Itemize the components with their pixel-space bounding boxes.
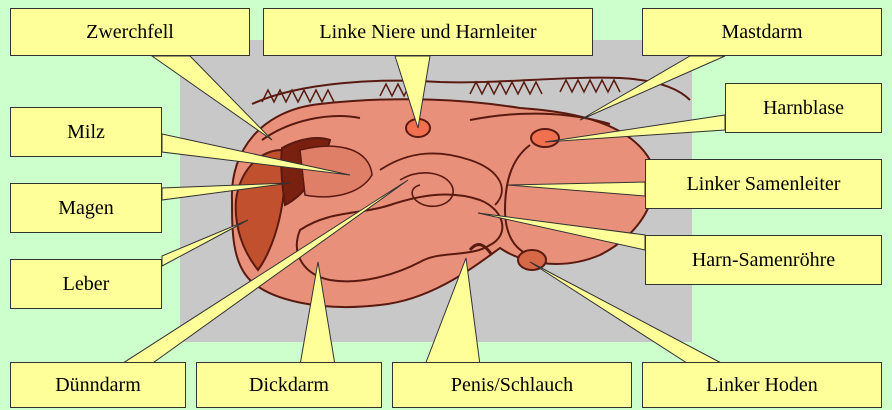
- label-penis: Penis/Schlauch: [392, 362, 632, 408]
- label-dickdarm: Dickdarm: [196, 362, 382, 408]
- label-zwerchfell: Zwerchfell: [10, 8, 250, 56]
- label-samenleiter: Linker Samenleiter: [645, 159, 882, 209]
- label-hoden: Linker Hoden: [642, 362, 882, 408]
- label-duenndarm: Dünndarm: [10, 362, 186, 408]
- label-harnblase: Harnblase: [725, 83, 882, 133]
- bladder: [531, 129, 559, 147]
- label-niere: Linke Niere und Harnleiter: [263, 8, 593, 56]
- label-milz: Milz: [10, 107, 162, 157]
- label-harnsamenroehre: Harn-Samenröhre: [645, 235, 882, 285]
- label-leber: Leber: [10, 259, 162, 309]
- label-magen: Magen: [10, 183, 162, 233]
- testis: [518, 250, 546, 270]
- label-mastdarm: Mastdarm: [642, 8, 882, 56]
